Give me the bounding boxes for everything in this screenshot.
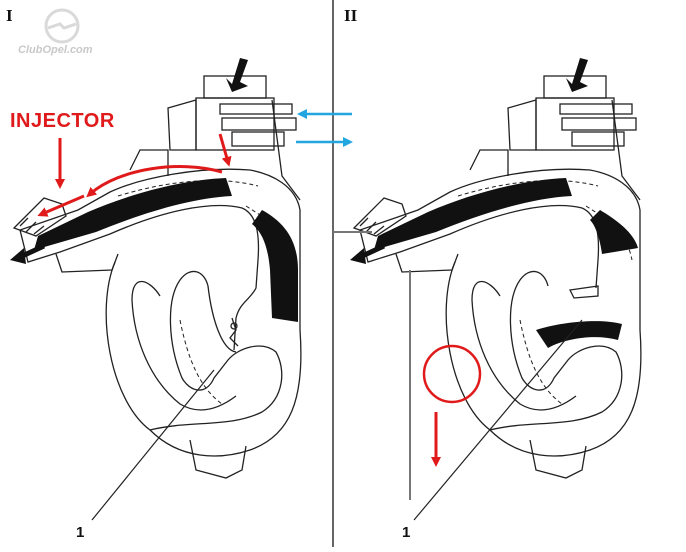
panel-2-callout-line [413,319,583,521]
panel-2-callout-number: 1 [402,524,411,541]
panel-2-runner-fills [374,178,638,348]
panel-2-bracket-line [333,231,411,500]
panel-2-red-circle [422,344,482,404]
panel-1-callout-line [91,369,215,521]
flow-arrow-icon [10,248,26,264]
panel-1-callout-number: 1 [76,524,85,541]
panel-2-numeral: II [344,6,358,25]
flow-arrow-icon [350,248,366,264]
injector-label: INJECTOR [10,110,115,132]
opel-logo-icon [44,8,80,44]
panel-2-manifold [352,75,642,479]
panel-1-manifold [12,75,302,479]
watermark-text: ClubOpel.com [18,44,93,56]
panel-1-runner-fills [34,178,298,322]
injector-annotation-arrows [37,133,232,217]
blue-flow-arrows [296,109,353,147]
panel-2-air-in-arrow [566,58,588,92]
panel-1-numeral: I [6,6,13,25]
panel-1-air-in-arrow [226,58,248,92]
